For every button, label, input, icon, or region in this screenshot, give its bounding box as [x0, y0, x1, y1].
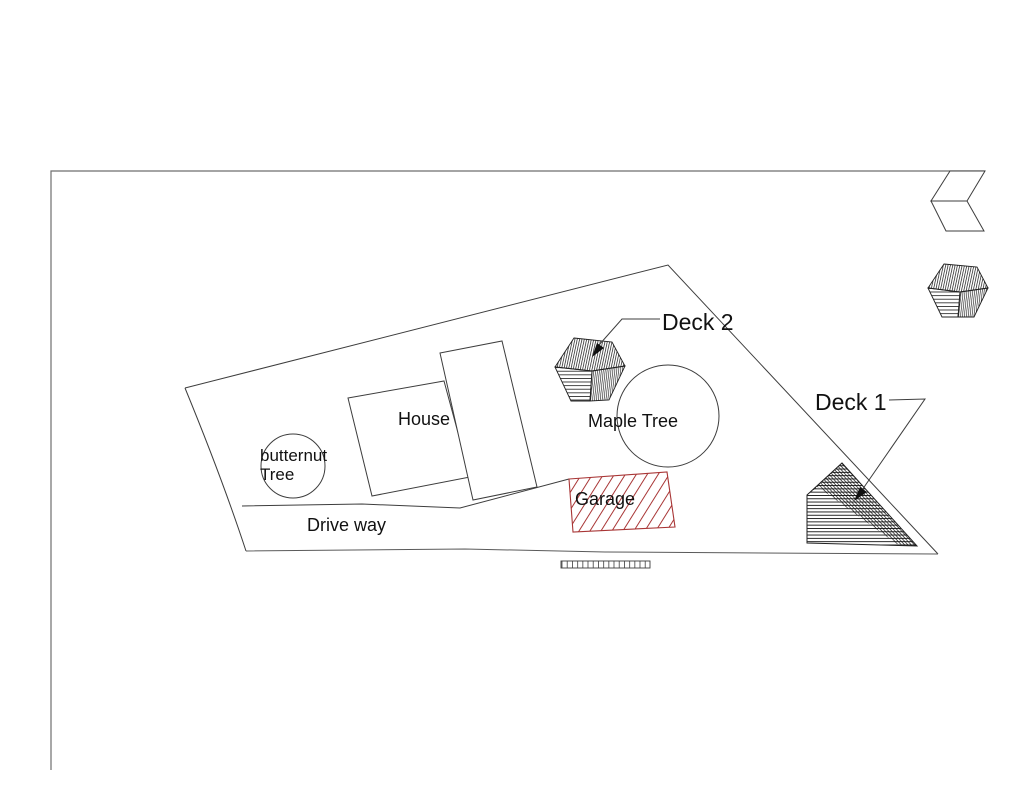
- butternut-tree-label-line1: butternut: [260, 446, 327, 465]
- maple-tree-label: Maple Tree: [588, 411, 678, 431]
- house-label: House: [398, 409, 450, 429]
- deck2-shape: [554, 337, 626, 402]
- maple-tree-circle: [616, 364, 720, 468]
- deck2-arrowhead: [592, 343, 604, 357]
- butternut-tree-circle: [260, 433, 326, 499]
- hatched-cube-symbol: [927, 263, 989, 318]
- house-outline: [347, 340, 538, 501]
- deck1-leader: [854, 398, 926, 501]
- driveway-edge: [241, 478, 570, 509]
- deck1-shape: [806, 462, 919, 547]
- deck2-label: Deck 2: [662, 309, 734, 335]
- driveway-label: Drive way: [307, 515, 386, 535]
- house-rect-right: [439, 340, 538, 501]
- property-boundary: [184, 264, 939, 555]
- deck1-arrowhead: [854, 487, 867, 501]
- garage-label: Garage: [575, 489, 635, 509]
- garage-outline: [568, 471, 676, 533]
- butternut-tree-label-line2: Tree: [260, 465, 294, 484]
- deck2-leader: [592, 318, 660, 357]
- tick-strip: [560, 560, 651, 569]
- sheet-border: [50, 170, 985, 770]
- deck1-label: Deck 1: [815, 389, 887, 415]
- corner-chevron-symbol: [930, 170, 986, 232]
